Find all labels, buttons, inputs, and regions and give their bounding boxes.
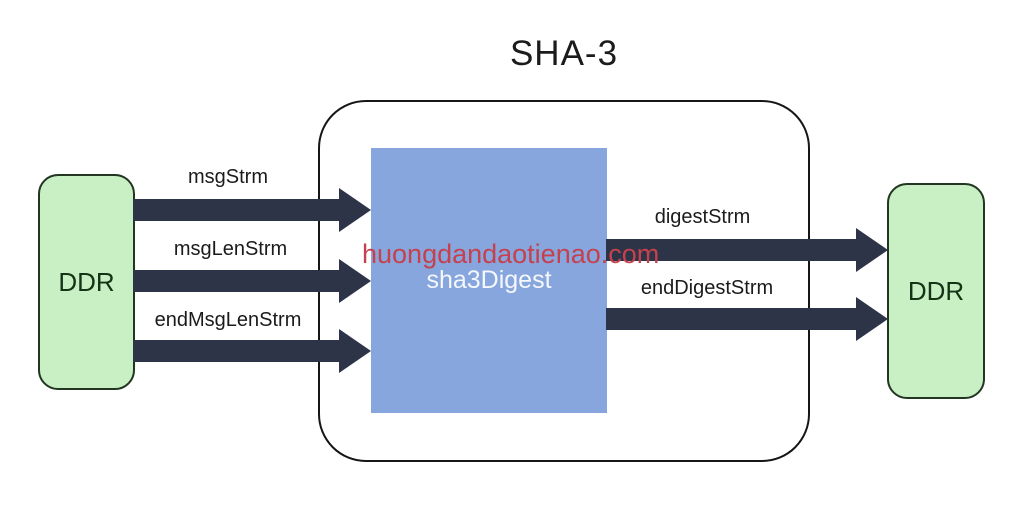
arrow-head-icon [339,188,371,232]
arrow-head-icon [339,259,371,303]
msgstrm-arrow [133,188,371,232]
enddigeststrm-arrow [606,297,888,341]
ddr-sink-label: DDR [907,275,965,306]
arrow-shaft [133,340,341,362]
diagram-title: SHA-3 [509,34,619,73]
ddr-source-label: DDR [58,266,115,297]
arrow-head-icon [856,297,888,341]
arrow-head-icon [856,228,888,272]
arrow-shaft [133,270,341,292]
endmsglenstrm-label: endMsgLenStrm [154,309,302,331]
enddigeststrm-label: endDigestStrm [640,277,774,299]
arrow-head-icon [339,329,371,373]
arrow-shaft [606,239,858,261]
watermark-text: huongdandaotienao.com [362,239,660,269]
msgstrm-label: msgStrm [188,166,268,188]
digeststrm-label: digestStrm [654,206,751,228]
msglenstrm-arrow [133,259,371,303]
arrow-shaft [133,199,341,221]
ddr-source-block: DDR [38,174,135,390]
msglenstrm-label: msgLenStrm [173,238,288,260]
endmsglenstrm-arrow [133,329,371,373]
sha3digest-core-block: sha3Digest [371,148,607,413]
arrow-shaft [606,308,858,330]
digeststrm-arrow [606,228,888,272]
sha3digest-core-label: sha3Digest [426,266,552,294]
ddr-sink-block: DDR [887,183,985,399]
